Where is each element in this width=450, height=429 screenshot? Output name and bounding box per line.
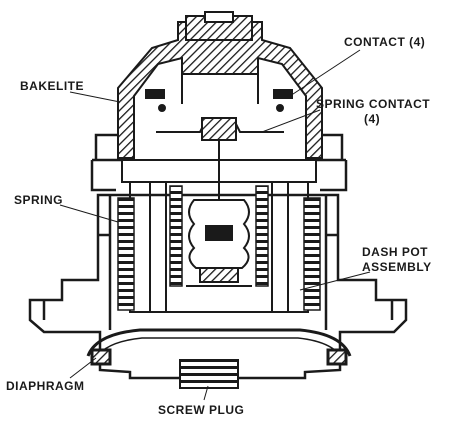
label-spring-contact-count: (4): [364, 112, 381, 126]
label-spring: SPRING: [14, 193, 64, 207]
label-screw-plug: SCREW PLUG: [158, 403, 245, 417]
label-diaphragm: DIAPHRAGM: [6, 379, 85, 393]
spring-contacts: [156, 117, 284, 240]
dash-pot: [186, 199, 252, 287]
coil-springs: [117, 185, 321, 311]
label-bakelite: BAKELITE: [20, 79, 84, 93]
label-dash-pot: DASH POT: [362, 245, 429, 259]
contacts: [145, 74, 293, 112]
screw-plug: [179, 359, 239, 389]
leader-lines: [59, 49, 371, 401]
label-contact: CONTACT (4): [344, 35, 426, 49]
bakelite-cap: [117, 11, 323, 159]
label-spring-contact: SPRING CONTACT: [316, 97, 431, 111]
label-dash-pot-assembly: ASSEMBLY: [362, 260, 432, 274]
diaphragm: [86, 328, 352, 366]
